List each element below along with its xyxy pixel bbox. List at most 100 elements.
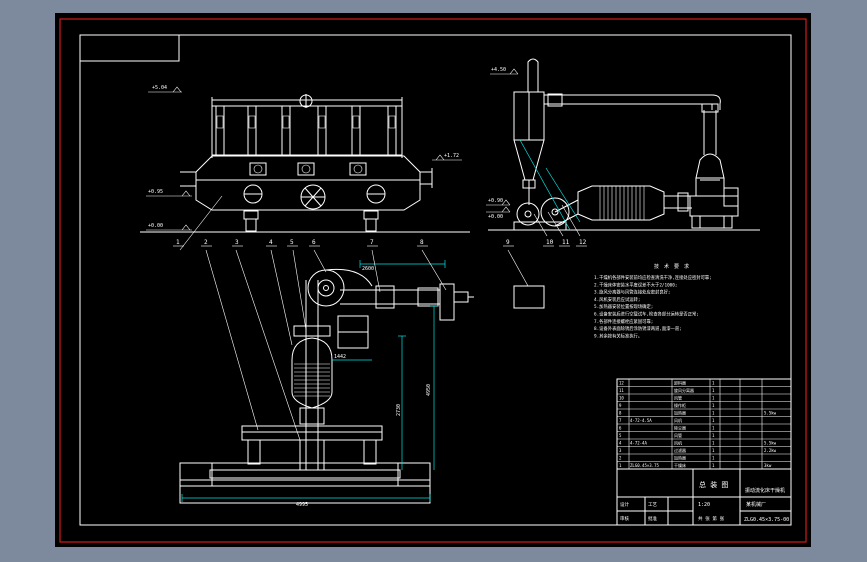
code-box	[79, 34, 180, 62]
bom-cell: 6	[619, 426, 622, 431]
bom-cell: 1	[712, 418, 715, 423]
tech-req-line: 4.风机安装后应试运转;	[594, 296, 640, 303]
bom-cell: 操作柜	[674, 402, 686, 408]
elev-side-low: +0.00	[488, 214, 503, 220]
bom-cell: 过滤器	[674, 447, 686, 453]
bom-cell: 1	[712, 381, 715, 386]
dim-base: 4995	[296, 502, 308, 508]
bom-cell: 10	[619, 396, 624, 401]
bom-cell: 7	[619, 418, 622, 423]
bom-cell: 3	[619, 448, 622, 453]
bom-cell: 11	[619, 388, 624, 393]
tech-req-line: 9.其余按有关标准执行。	[594, 332, 642, 339]
bom-cell: 8	[619, 411, 622, 416]
sheet-border	[59, 18, 807, 543]
callout-7: 7	[370, 239, 374, 246]
tech-req-line: 6.设备安装后进行空载试车,检查各部分运转是否正常;	[594, 311, 699, 318]
bom-cell: 卸料器	[674, 380, 686, 386]
callout-9: 9	[506, 239, 510, 246]
bom-cell: 风管	[674, 395, 682, 401]
callout-2: 2	[204, 239, 208, 246]
tech-req-line: 3.旋风分离器与风管连接处应密封良好;	[594, 289, 671, 296]
scale: 1:20	[698, 502, 710, 508]
dim-width-mid: 1442	[334, 354, 346, 360]
project-name: 振动流化床干燥机	[745, 487, 785, 494]
bom-cell: 1	[712, 456, 715, 461]
bom-cell: 加热器	[674, 455, 686, 461]
callout-6: 6	[312, 239, 316, 246]
bom-cell: 1	[712, 463, 715, 468]
assembly-title: 总 装 图	[699, 480, 728, 489]
bom-cell: 1	[712, 448, 715, 453]
tech-req-line: 7.各部件连接螺栓应紧固可靠;	[594, 318, 653, 325]
sheets: 共 张 第 张	[698, 515, 725, 522]
bom-cell: 1	[712, 396, 715, 401]
bom-cell: 5.5kw	[764, 411, 777, 416]
callout-5: 5	[290, 239, 294, 246]
bom-cell: 风管	[674, 432, 682, 438]
tech-req-line: 2.干燥床体安装水平度误差不大于2/1000;	[594, 281, 677, 288]
callout-8: 8	[420, 239, 424, 246]
bom-cell: 干燥床	[674, 462, 686, 468]
bom-cell: 加热器	[674, 410, 686, 416]
side-elevation: +4.50 +0.90 +0.00	[486, 58, 760, 237]
tech-req-title: 技 术 要 求	[654, 263, 690, 270]
elev-left-low: +0.00	[148, 223, 163, 229]
bom-cell: 1	[712, 426, 715, 431]
bom-cell: 风机	[674, 417, 682, 423]
front-elevation: +5.04 +0.95 +0.00 +1.72	[140, 85, 470, 233]
mark-check: 审核	[620, 515, 629, 522]
dim-height-a: 4950	[426, 384, 432, 396]
tech-req-line: 5.加热器安装位置按现场确定;	[594, 303, 653, 310]
elev-right-mid: +1.72	[444, 153, 459, 159]
callout-10: 10	[546, 239, 554, 246]
bom-cell: 1	[712, 403, 715, 408]
bom-cell: 1	[619, 463, 622, 468]
bom-cell: 1	[712, 388, 715, 393]
mark-design: 设计	[620, 501, 629, 508]
bom-cell: 2.2kw	[764, 448, 777, 453]
tech-req-line: 8.设备外表面除锈后涂防锈漆两道,面漆一道;	[594, 325, 682, 332]
bom-cell: 5	[619, 433, 622, 438]
callout-12: 12	[579, 239, 587, 246]
bom-cell: 4-72-4A	[630, 441, 647, 446]
bom-cell: 1	[712, 433, 715, 438]
bom-cell: 旋风分离器	[674, 387, 694, 393]
bom-cell: 1	[712, 411, 715, 416]
bom-cell: 5.5kw	[764, 441, 777, 446]
bom-cell: 1	[712, 441, 715, 446]
elev-left-mid: +0.95	[148, 189, 163, 195]
tech-requirements: 技 术 要 求 1.干燥机各部件安装前均应检查清洗干净,连接处应密封可靠;2.干…	[594, 263, 712, 339]
drawing-frame	[79, 34, 792, 526]
dim-arm: 2600	[362, 266, 374, 272]
bom-cell: ZLG0.45×3.75	[630, 463, 659, 468]
elev-top-left: +5.04	[152, 85, 167, 91]
callout-4: 4	[269, 239, 273, 246]
callout-1: 1	[176, 239, 180, 246]
drawing-sheet	[55, 13, 811, 547]
bom-cell: 2	[619, 456, 622, 461]
bom-cell: 12	[619, 381, 624, 386]
elev-side-mid: +0.90	[488, 198, 503, 204]
bom-cell: 9	[619, 403, 622, 408]
bom-cell: 除尘器	[674, 425, 686, 431]
callout-3: 3	[235, 239, 239, 246]
mark-craft: 工艺	[648, 502, 657, 508]
bom-cell: 3kw	[764, 463, 772, 468]
bom-cell: 4-72-4.5A	[630, 418, 652, 423]
tech-req-line: 1.干燥机各部件安装前均应检查清洗干净,连接处应密封可靠;	[594, 274, 712, 281]
bom-cell: 4	[619, 441, 622, 446]
dim-height-b: 2730	[396, 404, 402, 416]
mark-approve: 批准	[648, 515, 657, 522]
bom-cell: 风机	[674, 440, 682, 446]
drawing-number: ZLG0.45×3.75-00	[744, 517, 789, 523]
plan-view: 2600 4950 2730 1442 4995	[179, 195, 529, 508]
elev-side-top: +4.50	[491, 67, 506, 73]
control-cabinet	[513, 285, 545, 309]
callout-11: 11	[562, 239, 570, 246]
company: 某机械厂	[746, 501, 766, 508]
